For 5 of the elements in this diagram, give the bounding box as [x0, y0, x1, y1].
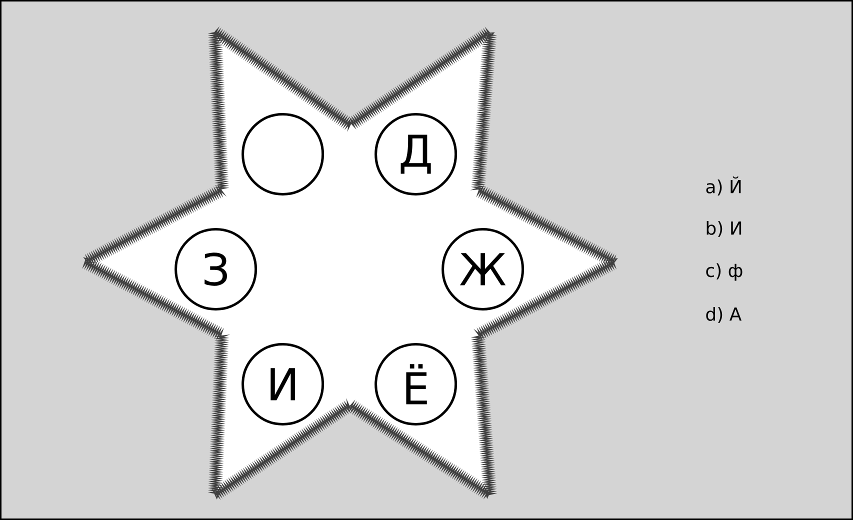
- answer-option: d) А: [706, 306, 742, 324]
- answer-option: c) ф: [706, 263, 742, 281]
- answer-option: b) И: [706, 220, 742, 238]
- answer-option: a) Й: [706, 176, 741, 196]
- empty-circle: [242, 112, 324, 196]
